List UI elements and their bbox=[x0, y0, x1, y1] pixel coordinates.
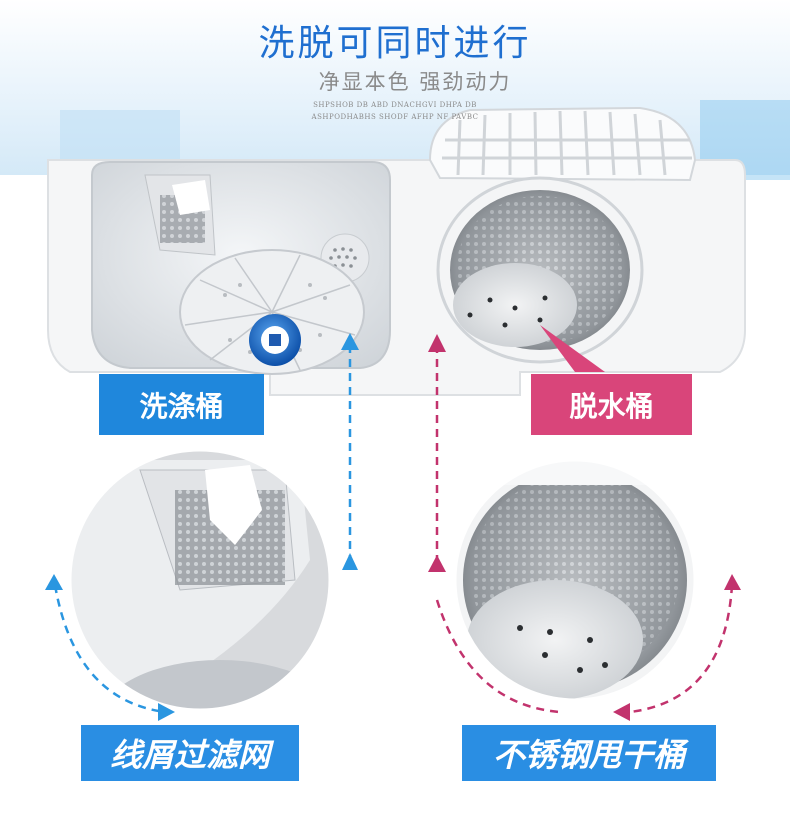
lint-filter-label: 线屑过滤网 bbox=[81, 725, 299, 781]
fine-print-line-1: SHPSHOB DB ABD DNACHGVI DHPA DB bbox=[313, 101, 477, 109]
wash-tub-label: 洗涤桶 bbox=[99, 374, 264, 435]
steel-spin-tub-label: 不锈钢甩干桶 bbox=[462, 725, 716, 781]
page-title: 洗脱可同时进行 bbox=[258, 23, 532, 64]
spin-tub-label: 脱水桶 bbox=[531, 374, 692, 435]
page-subtitle: 净显本色 强劲动力 bbox=[318, 70, 512, 94]
fine-print-line-2: ASHPODHABHS SHODF AFHP NF PAVBC bbox=[311, 113, 479, 121]
